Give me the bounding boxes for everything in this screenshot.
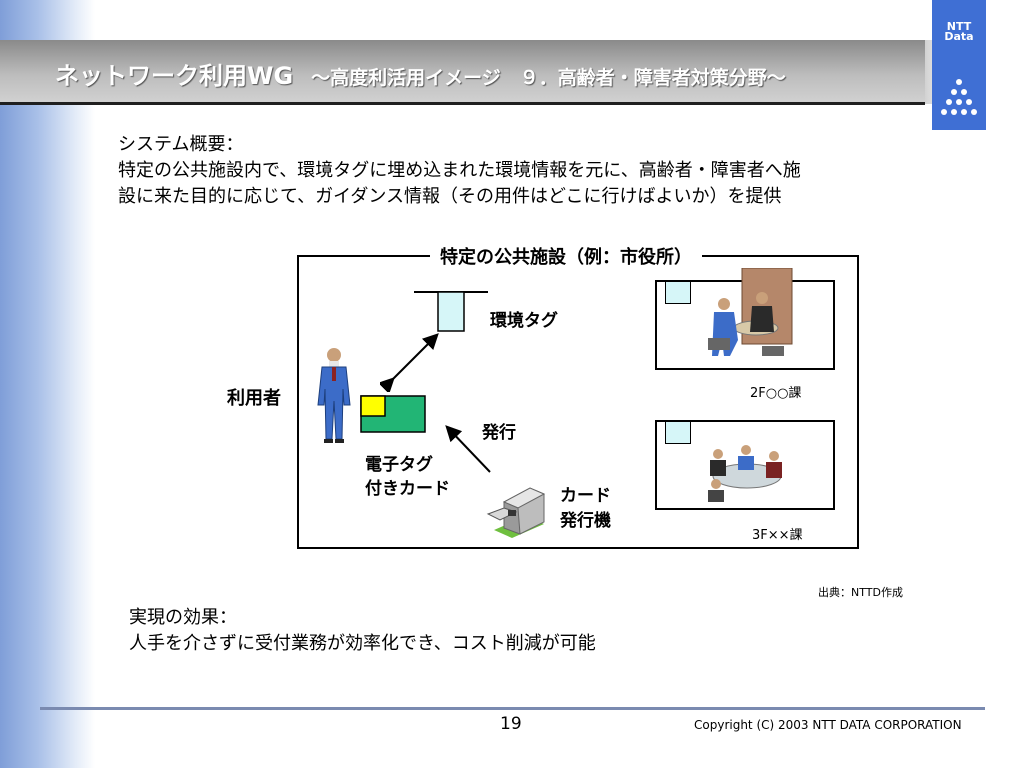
counter-meeting-icon: [708, 268, 793, 356]
effect-block: 実現の効果： 人手を介さずに受付業務が効率化でき、コスト削減が可能: [129, 605, 596, 657]
rfid-card-icon: [360, 395, 426, 433]
slide-title-main: ネットワーク利用WG: [55, 62, 294, 90]
logo-text-line1: NTT: [946, 20, 972, 33]
machine-label: カード 発行機: [560, 484, 611, 534]
issue-label: 発行: [482, 423, 516, 443]
page-number: 19: [500, 714, 522, 734]
env-tag-label: 環境タグ: [490, 311, 558, 331]
logo-text-line2: Data: [944, 30, 974, 43]
card-label-line2: 付きカード: [365, 479, 450, 499]
machine-label-line1: カード: [560, 486, 611, 506]
copyright-text: Copyright (C) 2003 NTT DATA CORPORATION: [694, 718, 962, 732]
double-arrow-icon: [380, 333, 439, 392]
card-label-line1: 電子タグ: [365, 455, 433, 475]
system-summary: システム概要： 特定の公共施設内で、環境タグに埋め込まれた環境情報を元に、高齢者…: [118, 132, 801, 210]
summary-heading: システム概要：: [118, 134, 244, 155]
summary-line2: 設に来た目的に応じて、ガイダンス情報（その用件はどこに行けばよいか）を提供: [118, 186, 782, 207]
card-issuing-machine-icon: [486, 487, 546, 538]
room-2f-env-tag: [665, 282, 691, 304]
logo-dots-icon: [941, 79, 977, 115]
effect-heading: 実現の効果：: [129, 607, 237, 628]
logo-text: NTT Data: [934, 20, 984, 43]
source-note: 出典：NTTD作成: [818, 586, 903, 599]
title-underline: [0, 102, 925, 105]
effect-line1: 人手を介さずに受付業務が効率化でき、コスト削減が可能: [129, 633, 596, 654]
environment-tag-icon: [414, 291, 488, 332]
room-3f-env-tag: [665, 422, 691, 444]
room-3f-label: 3F××課: [752, 528, 803, 543]
slide-title-sub: ～高度利活用イメージ ９．高齢者・障害者対策分野～: [311, 67, 786, 89]
summary-line1: 特定の公共施設内で、環境タグに埋め込まれた環境情報を元に、高齢者・障害者へ施: [118, 160, 801, 181]
facility-frame-title: 特定の公共施設（例：市役所）: [430, 243, 702, 269]
ntt-data-logo: NTT Data: [932, 0, 986, 130]
footer-divider: [40, 707, 985, 710]
slide-title: ネットワーク利用WG ～高度利活用イメージ ９．高齢者・障害者対策分野～: [55, 56, 786, 91]
user-label: 利用者: [227, 388, 281, 409]
room-2f-label: 2F○○課: [750, 386, 802, 401]
left-gradient-band: [0, 0, 95, 768]
card-label: 電子タグ 付きカード: [365, 453, 450, 501]
user-person-icon: [317, 348, 351, 443]
issue-arrow-icon: [445, 425, 491, 473]
conference-meeting-icon: [708, 445, 782, 502]
machine-label-line2: 発行機: [560, 511, 611, 531]
